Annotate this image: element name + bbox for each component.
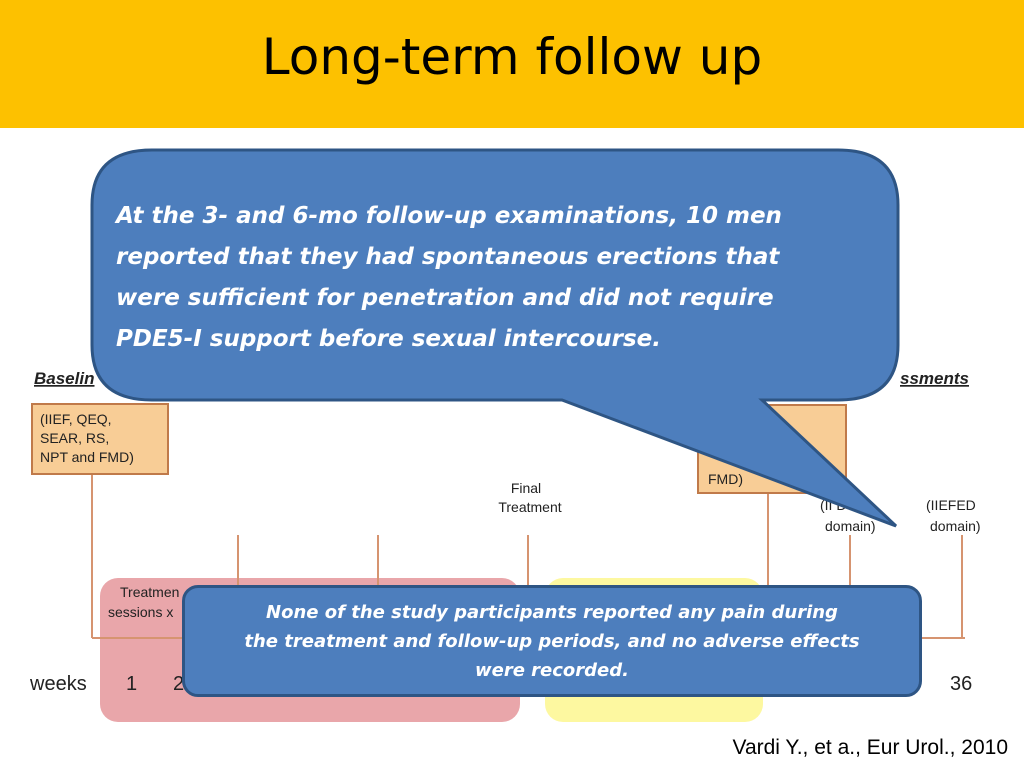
treatment-sessions-label: Treatmen: [120, 584, 179, 600]
week-tick-label: 36: [950, 673, 972, 695]
treatment-sessions-label: sessions x: [108, 604, 173, 620]
callout-line: were sufficient for penetration and did …: [116, 285, 774, 311]
header-band: [0, 0, 1024, 128]
note-line: were recorded.: [474, 659, 629, 681]
baseline-heading: Baselin: [34, 369, 94, 388]
iiefed-label-left: domain): [825, 518, 876, 534]
baseline-assessment-box: [31, 403, 169, 475]
iiefed-label-right: domain): [930, 518, 981, 534]
baseline-box-line: NPT and FMD): [40, 449, 134, 465]
week-tick-label: 1: [126, 673, 137, 695]
adverse-effects-note: None of the study participants reported …: [182, 585, 922, 697]
callout-text: At the 3- and 6-mo follow-up examination…: [116, 196, 866, 360]
final-treatment-label: Final: [511, 480, 541, 496]
assessments-heading: ssments: [900, 369, 969, 388]
citation: Vardi Y., et a., Eur Urol., 2010: [732, 736, 1009, 759]
callout-line: reported that they had spontaneous erect…: [116, 244, 780, 270]
slide-title: Long-term follow up: [261, 28, 763, 86]
baseline-box-line: (IIEF, QEQ,: [40, 411, 112, 427]
note-line: the treatment and follow-up periods, and…: [244, 630, 860, 652]
iiefed-label-right: (IIEFED: [926, 497, 976, 513]
week-tick-label: 2: [173, 673, 184, 695]
weeks-label: weeks: [29, 673, 87, 695]
followup-box-line: FMD): [708, 471, 743, 487]
note-line: None of the study participants reported …: [266, 601, 838, 623]
callout-line: At the 3- and 6-mo follow-up examination…: [116, 203, 782, 229]
callout-bubble: [90, 148, 900, 528]
callout-line: PDE5-I support before sexual intercourse…: [116, 326, 662, 352]
baseline-box-line: SEAR, RS,: [40, 430, 109, 446]
final-treatment-label: Treatment: [498, 499, 561, 515]
